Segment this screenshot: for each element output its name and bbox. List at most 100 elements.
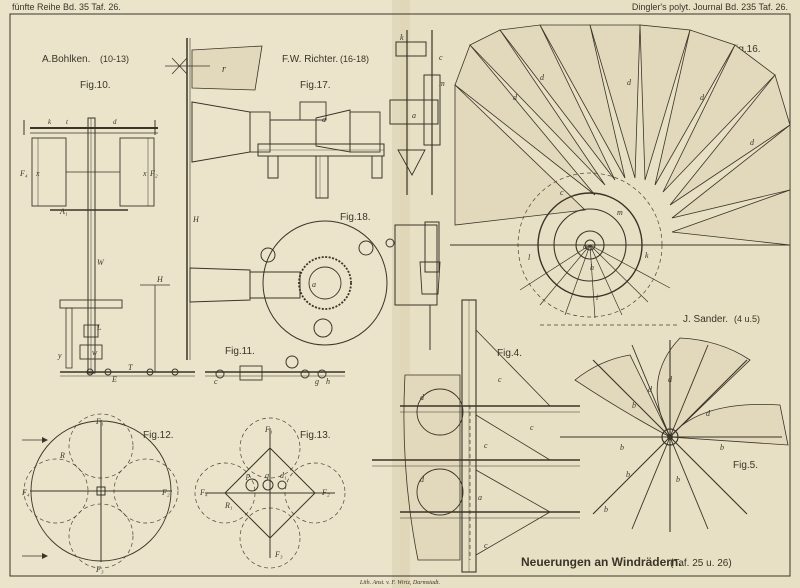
fig16-label-d4: d	[750, 138, 755, 147]
fig16-label-k: k	[645, 251, 649, 260]
fig5-label-b6: b	[604, 505, 608, 514]
fig10-label-L: L	[96, 323, 102, 332]
fig11-label-h: h	[326, 377, 330, 386]
fig5-label-b3: b	[626, 470, 630, 479]
fig13-label-F4: F₄	[199, 488, 208, 497]
author-bohlken: A.Bohlken.	[42, 54, 90, 65]
fig10-label-W: W	[97, 258, 105, 267]
fig16-label-h: h	[590, 263, 594, 272]
fig13-label-d1: d₁	[280, 471, 287, 480]
fig10-label-E: E	[111, 375, 117, 384]
fig10-label-H: H	[156, 275, 164, 284]
fig5-label-b4: b	[676, 475, 680, 484]
fig5-label-b2: b	[620, 443, 624, 452]
author-richter-ref: (16-18)	[340, 54, 369, 64]
fig10-label-F2: F₂	[149, 169, 158, 178]
fig17-drawing	[191, 101, 385, 199]
author-sander: J. Sander.	[683, 314, 728, 325]
fig10-label-k: k	[48, 118, 52, 126]
fig17-title: Fig.17.	[300, 80, 331, 91]
fig5-label-b1: b	[632, 401, 636, 410]
fig16-label-d5: d	[513, 93, 518, 102]
fig12-label-R: R	[59, 451, 65, 460]
fig13-title: Fig.13.	[300, 430, 331, 441]
fig4-label-c1: c	[498, 375, 502, 384]
fig13-label-R1: R₁	[224, 501, 233, 510]
fig13-label-q: q	[265, 471, 269, 480]
fig18-label-a: a	[312, 280, 316, 289]
fig12-title: Fig.12.	[143, 430, 174, 441]
fig16-drawing	[450, 24, 791, 326]
fig16-title: Fig.16.	[730, 44, 761, 55]
fig12-label-F1: F₁	[95, 417, 104, 426]
fig11-label-g: g	[315, 377, 319, 386]
fig10-title: Fig.10.	[80, 80, 111, 91]
fig16-label-a: a	[583, 242, 587, 251]
fig16-label-i: i	[596, 293, 598, 302]
fig4-label-c3: c	[484, 441, 488, 450]
fig4-label-c4: c	[484, 541, 488, 550]
mast-label-H: H	[192, 215, 200, 224]
fig10-label-T: T	[128, 363, 133, 372]
fig13-label-F2: F₂	[321, 488, 330, 497]
fig13-label-p: p	[245, 471, 250, 480]
fig16-label-m: m	[617, 208, 623, 217]
plate-header-left: fünfte Reihe Bd. 35 Taf. 26.	[12, 2, 121, 12]
plate-header-right: Dingler's polyt. Journal Bd. 235 Taf. 26…	[632, 2, 788, 12]
fig11-drawing	[205, 355, 345, 381]
fig18-title: Fig.18.	[340, 212, 371, 223]
fig5-label-d2: d	[668, 375, 673, 384]
fig16-label-c: c	[560, 188, 564, 197]
fig12-label-F2: F₂	[161, 488, 170, 497]
plate-caption: Neuerungen an Windrädern.	[521, 555, 682, 569]
fig13-label-F3: F₃	[274, 550, 283, 559]
section-label-k: k	[400, 33, 404, 42]
fig13-drawing	[194, 417, 346, 569]
plate-caption-ref: (Taf. 25 u. 26)	[670, 558, 732, 569]
fig13-label-F1: F₁	[264, 425, 273, 434]
fig5-label-b5: b	[720, 443, 724, 452]
fig16-label-d3: d	[700, 93, 705, 102]
fig4-drawing	[372, 299, 580, 573]
plate-border	[9, 13, 791, 577]
fig11-label-c: c	[214, 377, 218, 386]
lithographer-credit: Lith. Anst. v. F. Wirtz, Darmstadt.	[359, 580, 440, 586]
section-label-a: a	[412, 111, 416, 120]
fig11-title: Fig.11.	[225, 346, 255, 357]
fig4-label-d1: d	[420, 393, 425, 402]
fig12-label-F3: F₃	[95, 565, 104, 574]
fig16-label-d2: d	[627, 78, 632, 87]
fig4-label-a: a	[478, 493, 482, 502]
fig4-title: Fig.4.	[497, 348, 522, 359]
fig5-drawing	[560, 337, 789, 532]
fig10-label-d: d	[113, 118, 117, 126]
vane-label-r: r	[222, 64, 226, 75]
fig10-label-w: w	[92, 348, 98, 357]
fig16-label-l: l	[528, 253, 531, 262]
author-sander-ref: (4 u.5)	[734, 314, 760, 324]
fig10-drawing	[23, 117, 195, 377]
fig10-label-x-left: x	[35, 169, 40, 178]
fig17-side-section	[389, 30, 441, 350]
author-bohlken-ref: (10-13)	[100, 54, 129, 64]
section-label-c: c	[439, 53, 443, 62]
fig5-label-d1: d	[648, 385, 653, 394]
fig17-label-a: a	[322, 115, 326, 124]
fig10-label-x-right: x	[142, 169, 147, 178]
fig18-drawing	[189, 220, 395, 346]
fig12-label-F4: F₄	[21, 488, 30, 497]
fig5-label-d3: d	[706, 409, 711, 418]
section-label-m: m	[439, 79, 445, 88]
fig10-label-t: t	[66, 118, 69, 126]
fig16-label-d1: d	[540, 73, 545, 82]
fig10-label-y: y	[57, 351, 62, 360]
fig10-label-A1: A₁	[59, 207, 68, 216]
fig4-label-d2: d	[420, 475, 425, 484]
left-page	[0, 0, 400, 588]
vane-mast-drawing	[165, 38, 263, 360]
fig5-title: Fig.5.	[733, 460, 758, 471]
fig12-drawing	[22, 413, 179, 569]
fig4-label-c2: c	[530, 423, 534, 432]
author-richter: F.W. Richter.	[282, 54, 338, 65]
